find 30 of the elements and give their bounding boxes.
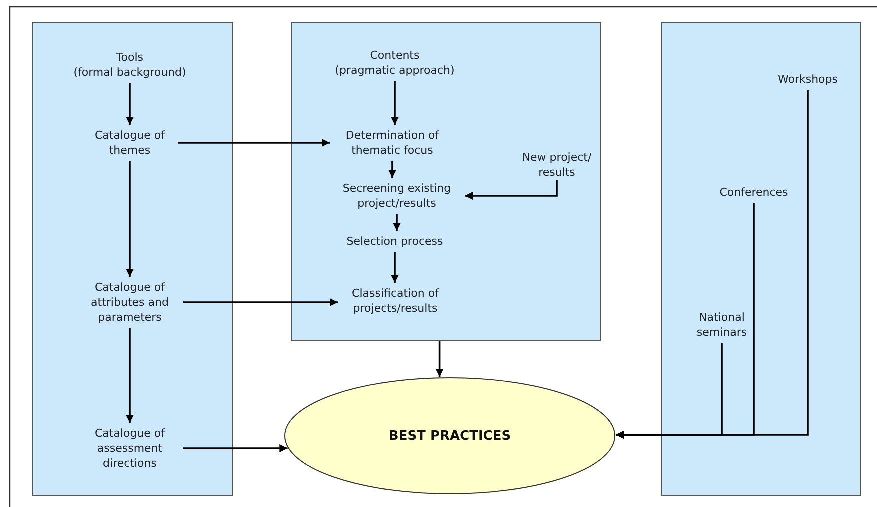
text-label: Secreening existing project/results — [332, 181, 462, 211]
arrow — [436, 341, 444, 378]
arrow — [465, 180, 558, 200]
arrow — [178, 138, 330, 148]
text-label: Classification of projects/results — [338, 286, 453, 316]
text-label: New project/ results — [513, 150, 601, 180]
panel-background — [32, 22, 233, 496]
arrow — [616, 343, 723, 440]
oval-node: BEST PRACTICES — [284, 377, 616, 495]
arrow — [126, 328, 134, 423]
text-label: Tools (formal background) — [60, 50, 200, 80]
text-label: Determination of thematic focus — [330, 128, 455, 158]
text-label: National seminars — [690, 310, 754, 340]
arrow — [126, 83, 134, 125]
arrow — [390, 81, 400, 125]
text-label: Workshops — [770, 72, 846, 87]
arrow — [126, 161, 134, 277]
arrow — [183, 298, 338, 307]
text-label: Contents (pragmatic approach) — [325, 48, 465, 78]
panel-background — [661, 22, 861, 496]
text-label: Catalogue of themes — [85, 128, 175, 158]
arrow — [183, 444, 288, 453]
text-label: Catalogue of attributes and parameters — [80, 280, 180, 325]
arrow — [392, 214, 402, 231]
panel-background — [291, 22, 601, 341]
text-label: Catalogue of assessment directions — [80, 426, 180, 471]
arrow — [388, 161, 397, 178]
arrow — [390, 252, 400, 283]
text-label: Conferences — [710, 185, 798, 200]
text-label: Selection process — [335, 234, 455, 249]
